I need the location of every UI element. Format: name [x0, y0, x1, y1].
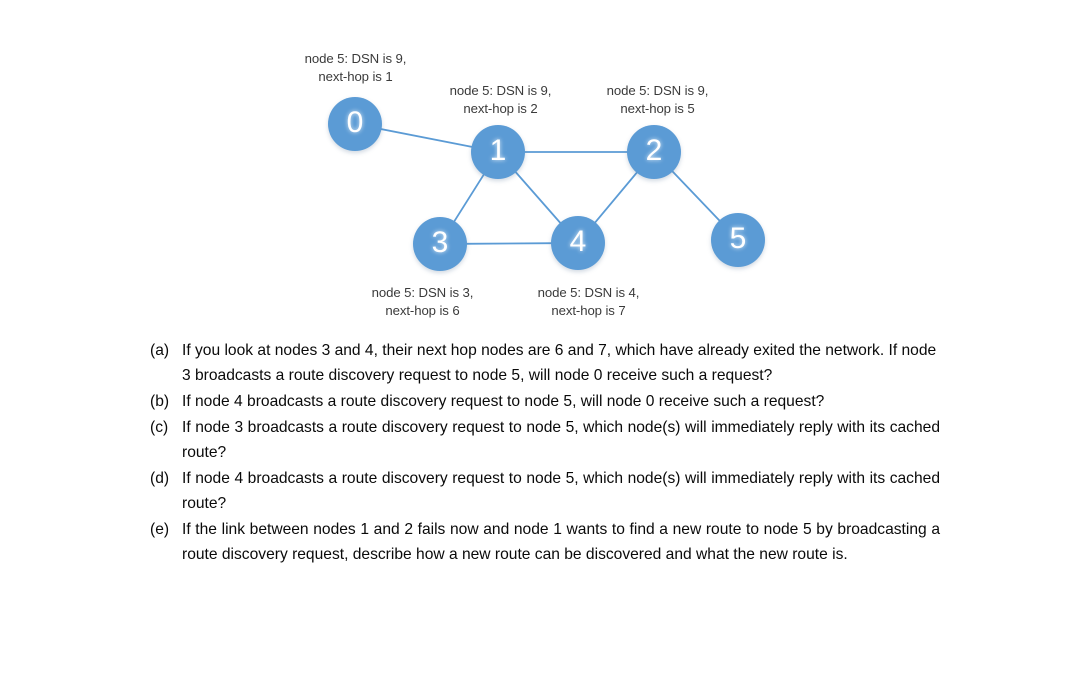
question-marker: (c)	[150, 419, 169, 436]
network-node-annotation-0: node 5: DSN is 9, next-hop is 1	[304, 51, 407, 84]
network-edges-layer	[377, 127, 723, 245]
question-text: If node 4 broadcasts a route discovery r…	[182, 393, 825, 410]
question-list: (a) If you look at nodes 3 and 4, their n…	[150, 338, 940, 568]
network-node-annotation-2: node 5: DSN is 9, next-hop is 5	[606, 83, 709, 116]
network-diagram: 0 1 2 3 4 5 node 5: DSN is 9, next-hop is 1 no…	[0, 0, 1069, 330]
network-edge-2-4	[592, 169, 640, 226]
question-item-a: (a) If you look at nodes 3 and 4, their n…	[150, 338, 940, 388]
network-edge-1-3	[451, 171, 487, 225]
network-node-0[interactable]: 0	[328, 97, 382, 151]
network-node-2[interactable]: 2	[627, 125, 681, 179]
question-item-d: (d) If node 4 broadcasts a route discover…	[150, 466, 940, 516]
network-node-annotation-4: node 5: DSN is 4, next-hop is 7	[537, 285, 640, 318]
network-node-label-1: 1	[489, 134, 507, 167]
question-marker: (b)	[150, 393, 170, 410]
network-edge-0-1	[377, 127, 476, 149]
question-marker: (e)	[150, 521, 170, 538]
question-item-c: (c) If node 3 broadcasts a route discover…	[150, 415, 940, 465]
question-text: If node 3 broadcasts a route discovery r…	[182, 419, 940, 461]
network-node-annotation-1: node 5: DSN is 9, next-hop is 2	[449, 83, 552, 116]
network-edge-1-4	[512, 169, 564, 226]
network-node-1[interactable]: 1	[471, 125, 525, 179]
question-text: If you look at nodes 3 and 4, their next…	[182, 342, 937, 384]
question-text: If node 4 broadcasts a route discovery r…	[182, 470, 940, 512]
question-marker: (d)	[150, 470, 170, 487]
network-node-label-3: 3	[431, 226, 449, 259]
network-node-3[interactable]: 3	[413, 217, 467, 271]
question-item-e: (e) If the link between nodes 1 and 2 fai…	[150, 517, 940, 567]
network-node-label-2: 2	[645, 134, 663, 167]
network-node-5[interactable]: 5	[711, 213, 765, 267]
network-node-4[interactable]: 4	[551, 216, 605, 270]
network-node-label-4: 4	[569, 225, 587, 258]
network-edge-3-4	[463, 242, 555, 245]
question-item-b: (b) If node 4 broadcasts a route discover…	[150, 389, 940, 414]
network-node-label-5: 5	[729, 222, 747, 255]
question-marker: (a)	[150, 342, 170, 359]
network-node-annotation-3: node 5: DSN is 3, next-hop is 6	[371, 285, 474, 318]
network-node-label-0: 0	[346, 106, 364, 139]
question-text: If the link between nodes 1 and 2 fails …	[182, 521, 940, 563]
network-edge-2-5	[669, 168, 723, 224]
